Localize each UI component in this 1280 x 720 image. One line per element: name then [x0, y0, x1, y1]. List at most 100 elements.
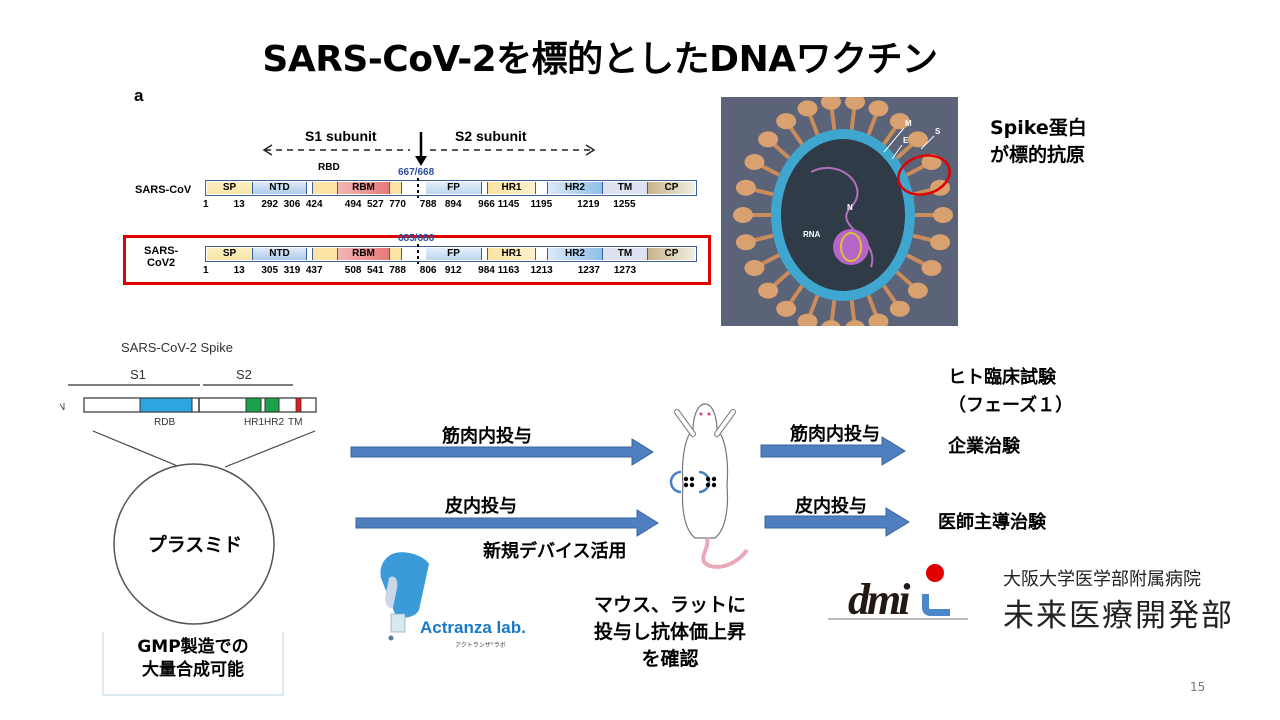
domain-cp: CP	[648, 248, 695, 260]
nucleocapsid	[833, 229, 869, 265]
hr2-domain	[264, 397, 280, 413]
corporate-trial-label: 企業治験	[948, 436, 1020, 457]
spike-highlight-circle	[897, 154, 951, 196]
domain-tm: TM	[603, 182, 648, 194]
domain-cp: CP	[648, 182, 695, 194]
domain-rbd-right	[390, 182, 402, 194]
s2-arrowhead	[585, 144, 596, 156]
spike-stalk	[866, 294, 879, 317]
spike-head	[744, 154, 765, 171]
domain-rbm: RBM	[338, 182, 390, 194]
spike-caption-line1: Spike蛋白	[990, 117, 1087, 139]
dmi-logo: dmi	[828, 564, 968, 628]
spike-head	[821, 320, 841, 326]
domain-sp: SP	[207, 182, 253, 194]
spike-stalk	[829, 300, 837, 323]
coronavirus-illustration: RNA N M E S	[721, 97, 958, 326]
spike-proteins	[733, 97, 953, 326]
s-pointer	[920, 135, 935, 150]
domain-fp: FP	[426, 248, 482, 260]
cleavage-site-sars-cov2: 685/686	[398, 233, 435, 244]
spike-stalk	[905, 163, 928, 177]
domain-fp: FP	[426, 182, 482, 194]
plasmid-circle	[113, 463, 275, 625]
domain-tm: TM	[603, 248, 648, 260]
dmi-logo-l-shape	[922, 594, 950, 616]
spike-stalk	[829, 107, 837, 130]
spike-head	[930, 234, 951, 251]
e-pointer	[891, 144, 903, 160]
row-name-sars-cov: SARS-CoV	[135, 184, 192, 196]
domain-ntd: NTD	[253, 182, 307, 194]
spike-head	[733, 207, 753, 223]
im-admin-arrow	[350, 438, 654, 466]
im-admin-arrow-2	[760, 436, 906, 466]
domain-rbd-left	[313, 248, 338, 260]
sars-cov2-domain-bar: SP NTD RBM FP HR1 HR2 TM CP	[205, 246, 697, 262]
spike-bar	[83, 397, 317, 413]
im-admin-label-2: 筋肉内投与	[790, 424, 880, 445]
id-admin-label: 皮内投与	[445, 496, 517, 517]
rbd-label: RBD	[318, 162, 340, 173]
domain-gap	[482, 248, 488, 260]
virus-interior	[781, 139, 905, 291]
sars-cov2-positions: 1 13 305 319 437 508 541 788 806 912 984…	[203, 265, 637, 276]
rdb-label: RDB	[154, 417, 175, 428]
domain-sp: SP	[207, 248, 253, 260]
tm-label: TM	[288, 417, 302, 428]
tm-domain	[295, 397, 302, 413]
s2-subunit-label: S2 subunit	[455, 128, 527, 144]
spike-head	[868, 100, 889, 117]
domain-gap	[307, 182, 313, 194]
domain-cleavage-region	[402, 182, 426, 194]
domain-hr1: HR1	[488, 248, 536, 260]
domain-cleavage-region	[402, 248, 426, 260]
panel-label: a	[134, 86, 144, 105]
e-label: E	[903, 136, 909, 145]
spike-stalk	[771, 141, 791, 160]
spike-head	[845, 320, 865, 326]
investigator-trial-label: 医師主導治験	[938, 512, 1046, 533]
hr1-domain	[245, 397, 262, 413]
spike-stalk	[807, 294, 820, 317]
spike-head	[797, 100, 818, 117]
animal-result-line1: マウス、ラットに	[593, 594, 746, 616]
spike-stalk	[895, 141, 915, 160]
spike-head	[820, 97, 841, 110]
m-label: M	[905, 119, 912, 128]
domain-rbd-right	[390, 248, 402, 260]
hospital-name: 大阪大学医学部附属病院	[1003, 569, 1201, 590]
gmp-caption-line1: GMP製造での	[137, 637, 249, 657]
spike-head	[744, 259, 765, 276]
slide-title: SARS-CoV-2を標的としたDNAワクチン	[262, 39, 938, 80]
cleavage-dotted-line	[417, 244, 419, 264]
domain-gap	[482, 182, 488, 194]
animal-result-line2: 投与し抗体価上昇	[593, 621, 746, 643]
m-pointer	[883, 127, 905, 153]
spike-head	[845, 97, 866, 110]
spike-head	[776, 113, 797, 130]
sars-cov2-highlight-box	[123, 235, 711, 285]
page-number: 15	[1190, 680, 1206, 694]
dmi-logo-text: dmi	[848, 575, 910, 624]
s1-label: S1	[130, 367, 146, 382]
hr1-label: HR1	[244, 417, 264, 428]
domain-hr1: HR1	[488, 182, 536, 194]
zoom-line-left	[92, 430, 181, 468]
dmi-logo-dot	[926, 564, 944, 582]
spike-head	[921, 259, 942, 276]
injection-device-icon	[380, 552, 429, 641]
spike-stalk	[866, 113, 879, 136]
spike-head	[735, 179, 756, 196]
spike-stalk	[882, 284, 899, 306]
row-name-line1: SARS-	[144, 245, 179, 257]
domain-hr2: HR2	[548, 182, 603, 194]
spike-target-caption: Spike蛋白 が標的抗原	[990, 115, 1087, 169]
gmp-caption-line2: 大量合成可能	[142, 660, 244, 680]
spike-head	[921, 154, 942, 171]
cleavage-site-sars-cov: 667/668	[398, 167, 435, 178]
spike-stalk	[807, 113, 820, 136]
sars-cov-domain-bar: SP NTD RBM FP HR1 HR2 TM CP	[205, 180, 697, 196]
cleavage-dotted-line	[417, 178, 419, 198]
spike-stalk	[849, 107, 857, 130]
